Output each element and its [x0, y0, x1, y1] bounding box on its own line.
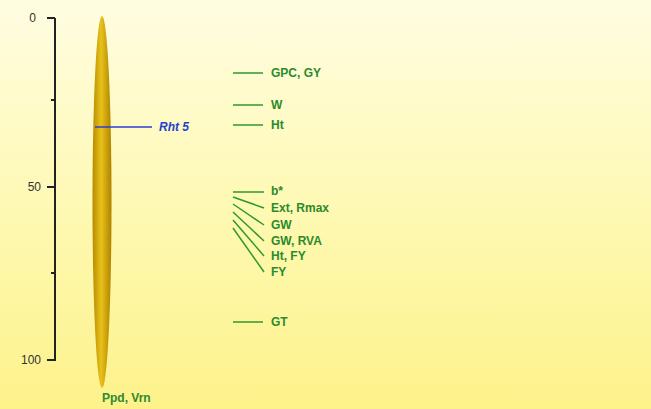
axis-number: 100	[21, 353, 41, 367]
qtl-label: Ext, Rmax	[271, 201, 329, 215]
chromosome: Ppd, Vrn	[70, 10, 134, 406]
qtl-label: GT	[271, 315, 288, 329]
axis	[47, 18, 55, 361]
qtl-label: GW, RVA	[271, 234, 322, 248]
axis-number: 50	[28, 180, 41, 194]
qtl-label: Ht	[271, 118, 284, 132]
qtl-lines	[233, 73, 264, 322]
qtl-label: Ht, FY	[271, 249, 306, 263]
qtl-label: FY	[271, 265, 286, 279]
gene-label: Ppd, Vrn	[102, 391, 151, 405]
qtl-label: GPC, GY	[271, 66, 321, 80]
qtl-label: W	[271, 98, 282, 112]
axis-number: 0	[29, 11, 36, 25]
qtl-label: b*	[271, 184, 283, 198]
chromosome-shape	[70, 10, 134, 406]
gene-label: Rht 5	[159, 120, 189, 134]
qtl-label: GW	[271, 218, 292, 232]
